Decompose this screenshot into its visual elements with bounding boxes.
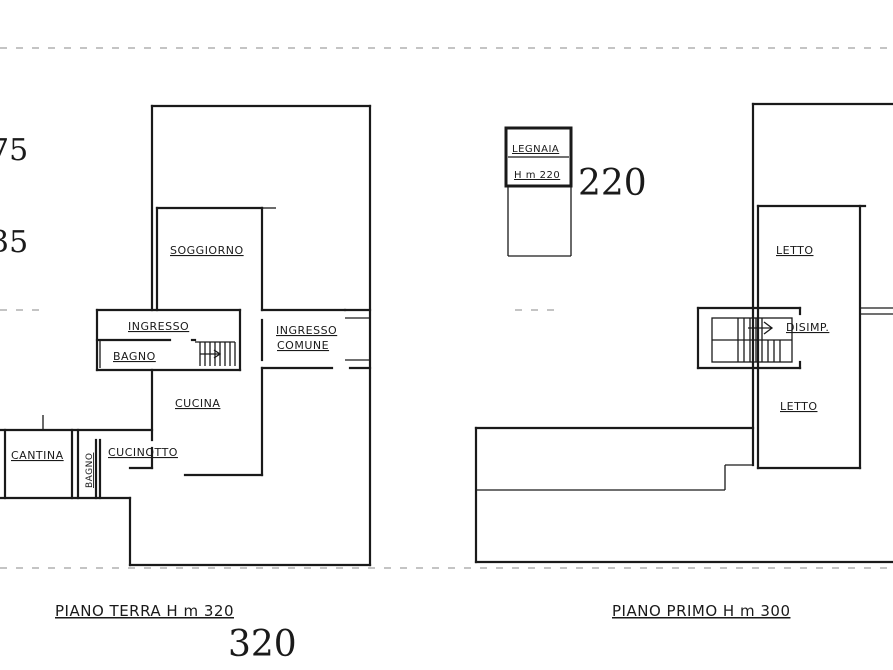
first-floor-caption: PIANO PRIMO H m 300 xyxy=(612,602,791,620)
room-label-legnaia-height: H m 220 xyxy=(514,170,560,181)
room-label-letto-1: LETTO xyxy=(776,244,813,257)
first-floor-plan xyxy=(474,102,893,564)
margin-note-2: 35 xyxy=(0,225,28,260)
ground-floor-plan xyxy=(0,104,372,567)
room-label-letto-2: LETTO xyxy=(780,400,817,413)
room-label-cantina: CANTINA xyxy=(11,449,64,462)
room-label-ingresso-comune-1: INGRESSO xyxy=(276,324,337,337)
room-label-cucina: CUCINA xyxy=(175,397,220,410)
scan-guide-lines xyxy=(0,47,893,569)
room-label-soggiorno: SOGGIORNO xyxy=(170,244,244,257)
room-label-disimp: DISIMP. xyxy=(786,321,829,334)
stair-icon-first-floor xyxy=(711,317,793,363)
ground-floor-height-note: 320 xyxy=(228,624,297,665)
room-label-bagno-small: BAGNO xyxy=(85,453,95,488)
room-label-legnaia: LEGNAIA xyxy=(512,144,559,155)
room-label-ingresso: INGRESSO xyxy=(128,320,189,333)
stair-icon xyxy=(195,341,236,366)
ground-floor-caption: PIANO TERRA H m 320 xyxy=(55,602,234,620)
room-label-cucinotto: CUCINOTTO xyxy=(108,446,178,459)
first-floor-legnaia-height-note: 220 xyxy=(578,163,647,204)
room-label-ingresso-comune-2: COMUNE xyxy=(277,339,329,352)
margin-note-1: 75 xyxy=(0,133,28,168)
room-label-bagno: BAGNO xyxy=(113,350,156,363)
